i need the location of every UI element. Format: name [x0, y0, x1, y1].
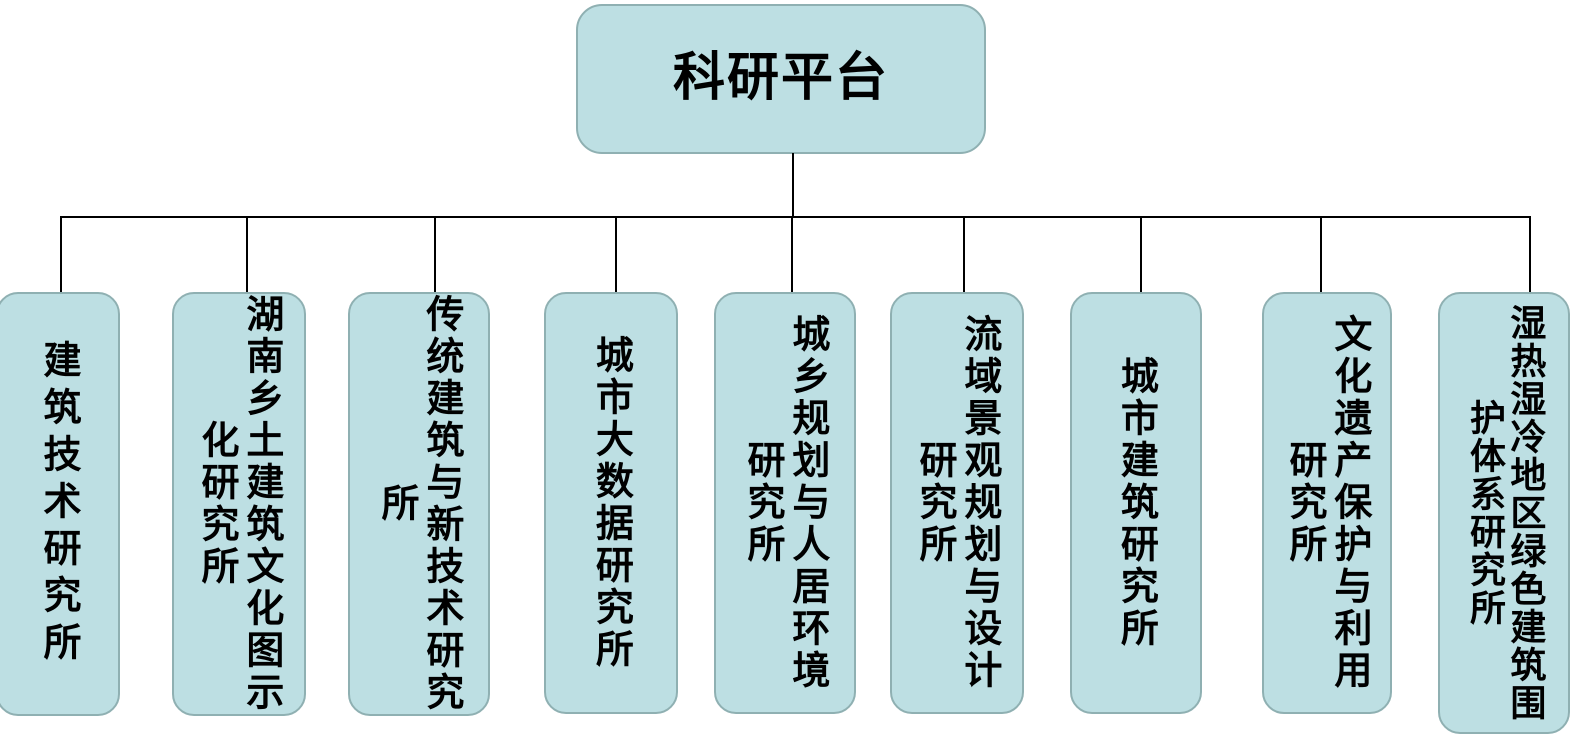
- child-node-6-label: 流域景观规划与设计研究所: [913, 314, 1002, 692]
- connector-drop-9: [1529, 216, 1531, 292]
- root-node-research-platform[interactable]: 科研平台: [576, 4, 986, 154]
- connector-horizontal-bus: [61, 216, 1531, 218]
- connector-drop-8: [1320, 216, 1322, 292]
- connector-drop-5: [791, 216, 793, 292]
- child-node-9-label: 湿热湿冷地区绿色建筑围护体系研究所: [1464, 304, 1546, 722]
- child-node-9[interactable]: 湿热湿冷地区绿色建筑围护体系研究所: [1438, 292, 1570, 734]
- connector-root-stem: [792, 153, 794, 218]
- root-node-label: 科研平台: [672, 48, 889, 109]
- connector-drop-1: [60, 216, 62, 292]
- connector-drop-3: [434, 216, 436, 292]
- child-node-2-label: 湖南乡土建筑文化图示化研究所: [195, 294, 284, 714]
- child-node-7-label: 城市建筑研究所: [1114, 356, 1159, 650]
- child-node-8[interactable]: 文化遗产保护与利用研究所: [1262, 292, 1392, 714]
- connector-drop-7: [1140, 216, 1142, 292]
- child-node-1[interactable]: 建筑技术研究所: [0, 292, 120, 716]
- child-node-7[interactable]: 城市建筑研究所: [1070, 292, 1202, 714]
- child-node-2[interactable]: 湖南乡土建筑文化图示化研究所: [172, 292, 306, 716]
- connector-drop-6: [963, 216, 965, 292]
- child-node-1-label: 建筑技术研究所: [36, 339, 81, 669]
- child-node-3-label: 传统建筑与新技术研究所: [375, 294, 464, 714]
- child-node-4-label: 城市大数据研究所: [589, 335, 634, 671]
- child-node-6[interactable]: 流域景观规划与设计研究所: [890, 292, 1024, 714]
- child-node-5[interactable]: 城乡规划与人居环境研究所: [714, 292, 856, 714]
- child-node-3[interactable]: 传统建筑与新技术研究所: [348, 292, 490, 716]
- child-node-5-label: 城乡规划与人居环境研究所: [741, 314, 830, 692]
- child-node-8-label: 文化遗产保护与利用研究所: [1283, 314, 1372, 692]
- child-node-4[interactable]: 城市大数据研究所: [544, 292, 678, 714]
- connector-drop-2: [246, 216, 248, 292]
- connector-drop-4: [615, 216, 617, 292]
